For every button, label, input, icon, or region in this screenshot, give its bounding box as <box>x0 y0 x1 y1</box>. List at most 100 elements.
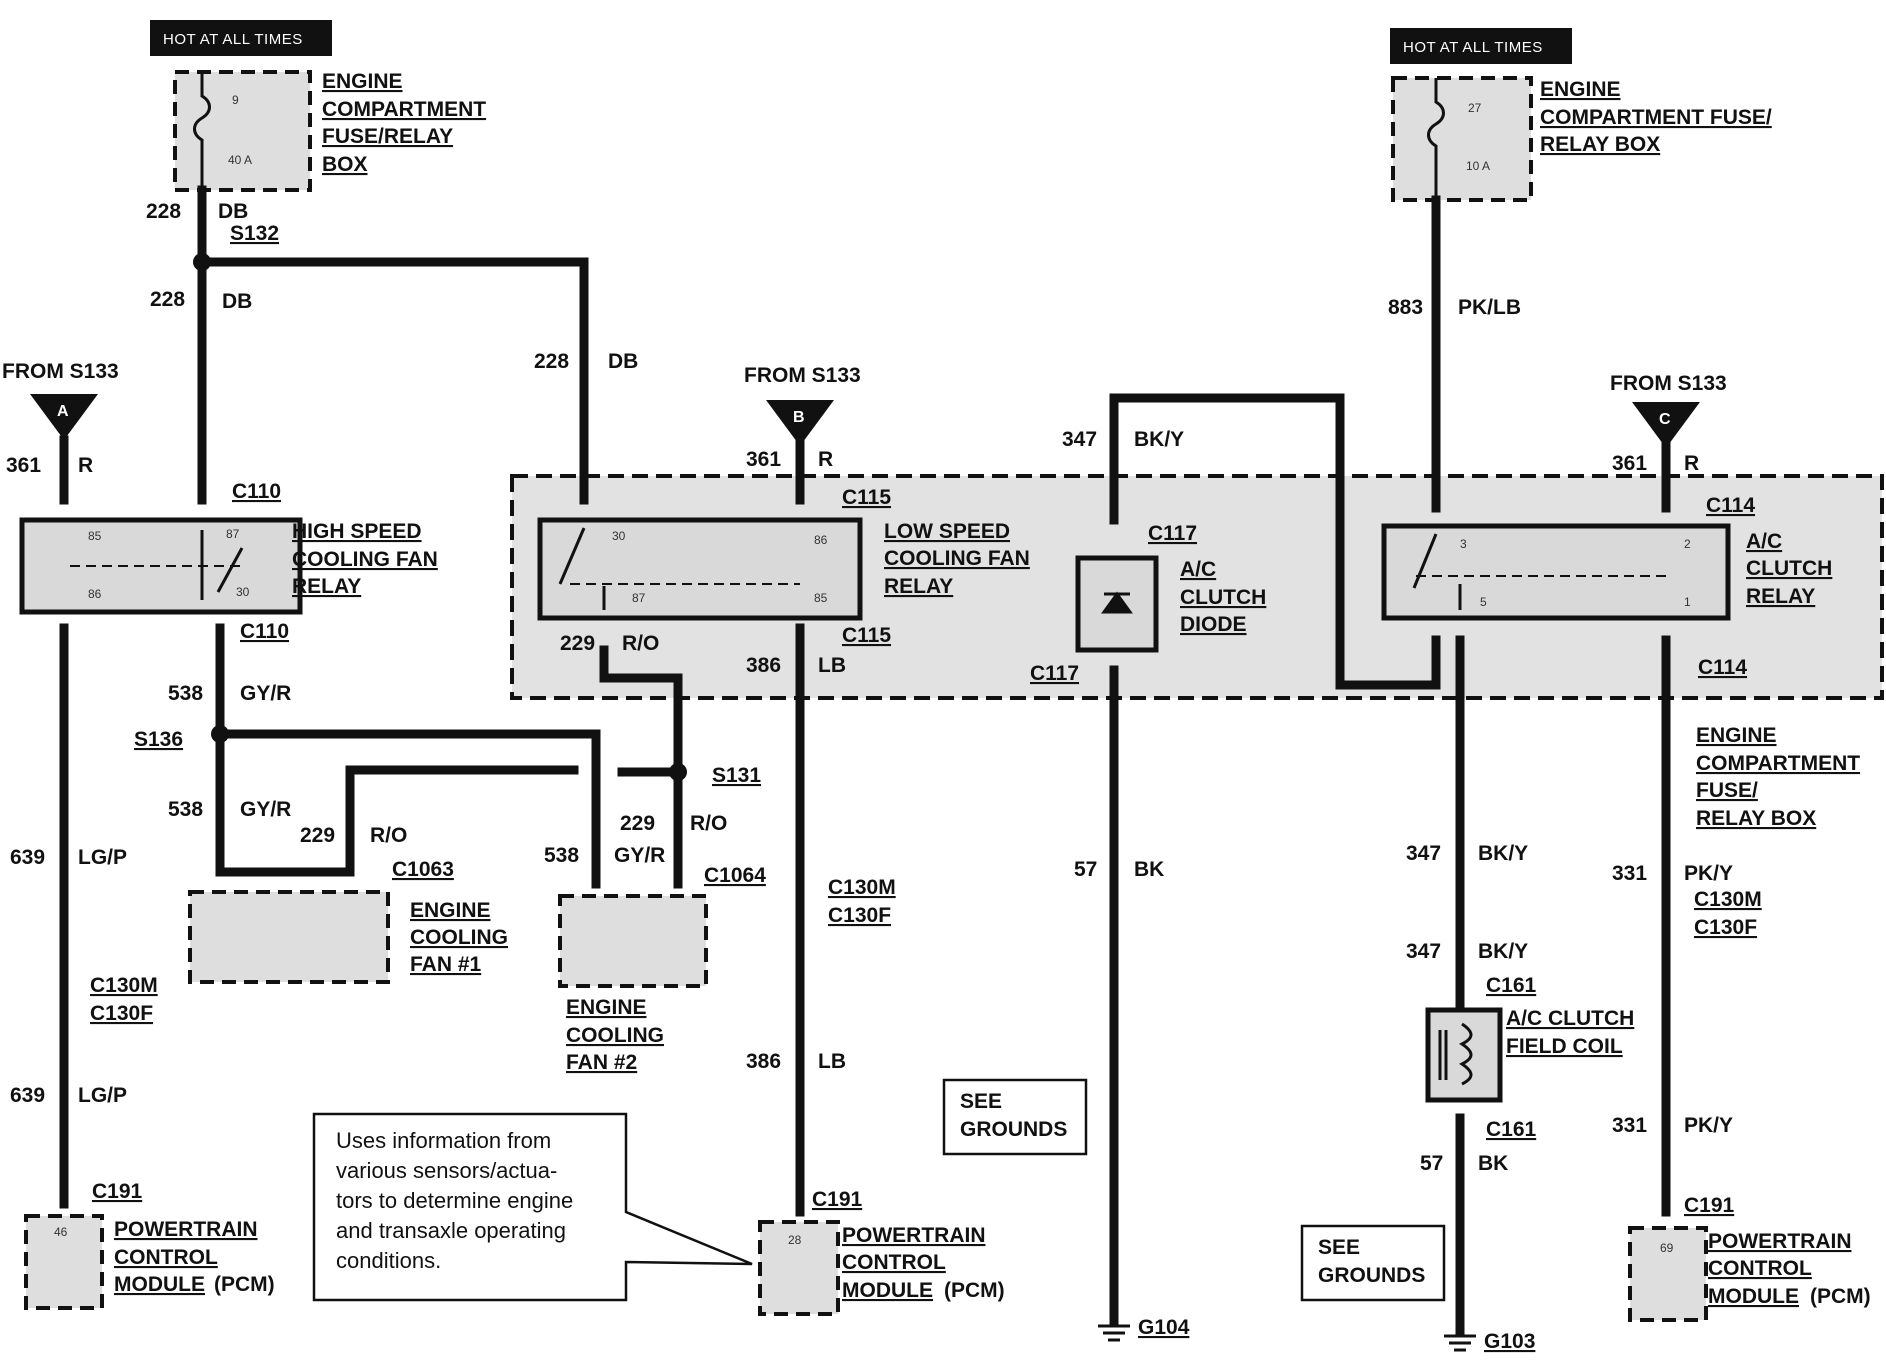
circuit-228-b: 228 <box>150 288 185 311</box>
circuit-331-b: 331 <box>1612 1114 1647 1137</box>
fuse-box-right-title-2: COMPARTMENT FUSE/ <box>1540 106 1772 129</box>
circuit-347-b-color: BK/Y <box>1478 842 1528 865</box>
pcm-left <box>24 1214 104 1310</box>
high-relay-pin-85: 85 <box>88 529 102 543</box>
circuit-361-b: 361 <box>746 448 781 471</box>
see-grounds-box-1 <box>942 1078 1088 1156</box>
pcm-right-4: (PCM) <box>1810 1285 1871 1308</box>
fan2-title-1: ENGINE <box>566 996 647 1019</box>
ac-relay-title-2: CLUTCH <box>1746 557 1832 580</box>
circuit-228-c: 228 <box>534 350 569 373</box>
marker-c: C <box>1659 411 1671 428</box>
connector-c114-top: C114 <box>1706 494 1755 517</box>
ground-g104-icon <box>1098 1324 1130 1342</box>
high-relay-title-3: RELAY <box>292 575 361 598</box>
circuit-361-a-color: R <box>78 454 93 477</box>
circuit-57-a-color: BK <box>1134 858 1164 881</box>
circuit-639-b-color: LG/P <box>78 1084 127 1107</box>
connector-c130m-mid: C130M <box>828 876 896 899</box>
circuit-228-b-color: DB <box>222 290 252 313</box>
circuit-347-a: 347 <box>1062 428 1097 451</box>
pcm-right <box>1628 1226 1708 1322</box>
connector-c115-top: C115 <box>842 486 891 509</box>
fuse-icon-left <box>193 72 211 190</box>
fuse-box-right <box>1391 76 1533 202</box>
pcm-right-3: MODULE <box>1708 1285 1799 1308</box>
note-line-5: conditions. <box>336 1248 441 1273</box>
circuit-883: 883 <box>1388 296 1423 319</box>
pcm-mid-3: MODULE <box>842 1279 933 1302</box>
circuit-386-a: 386 <box>746 654 781 677</box>
circuit-639-b: 639 <box>10 1084 45 1107</box>
connector-c161-top: C161 <box>1486 974 1537 997</box>
connector-c130f-right: C130F <box>1694 916 1757 939</box>
high-relay-pin-30: 30 <box>236 585 250 599</box>
circuit-57-b: 57 <box>1420 1152 1443 1175</box>
pcm-pin-46: 46 <box>54 1225 68 1239</box>
fuse-box-left-title-2: COMPARTMENT <box>322 98 486 121</box>
ac-relay-pin-2: 2 <box>1684 537 1691 551</box>
pcm-pin-28: 28 <box>788 1233 802 1247</box>
connector-c114-bot: C114 <box>1698 656 1747 679</box>
engine-cooling-fan-1 <box>188 890 390 984</box>
circuit-331-b-color: PK/Y <box>1684 1114 1733 1137</box>
from-label-a: FROM S133 <box>2 360 119 383</box>
circuit-229-b-color: R/O <box>370 824 407 847</box>
pcm-right-1: POWERTRAIN <box>1708 1230 1852 1253</box>
circuit-361-a: 361 <box>6 454 41 477</box>
fuse-box-left-title-3: FUSE/RELAY <box>322 125 453 148</box>
pcm-pin-69: 69 <box>1660 1241 1674 1255</box>
connector-c110-bot: C110 <box>240 620 289 643</box>
fuse-amps-right: 10 A <box>1466 159 1490 173</box>
pcm-left-4: (PCM) <box>214 1273 275 1296</box>
splice-s132 <box>193 253 211 271</box>
fuse-box-right-title-1: ENGINE <box>1540 78 1621 101</box>
pcm-mid-1: POWERTRAIN <box>842 1224 986 1247</box>
note-line-4: and transaxle operating <box>336 1218 566 1243</box>
engine-box-right-1: ENGINE <box>1696 724 1777 747</box>
see-grounds-1-a: SEE <box>960 1090 1002 1113</box>
circuit-538-c: 538 <box>544 844 579 867</box>
see-grounds-box-2 <box>1300 1224 1446 1302</box>
low-relay-title-1: LOW SPEED <box>884 520 1010 543</box>
connector-c191-right: C191 <box>1684 1194 1735 1217</box>
high-relay-pin-86: 86 <box>88 587 102 601</box>
circuit-331-a-color: PK/Y <box>1684 862 1733 885</box>
circuit-228-c-color: DB <box>608 350 638 373</box>
hot-label-left: HOT AT ALL TIMES <box>163 31 303 48</box>
hot-label-left-bg <box>150 20 332 56</box>
circuit-538-b: 538 <box>168 798 203 821</box>
ac-relay-title-1: A/C <box>1746 530 1782 553</box>
ac-relay-title-3: RELAY <box>1746 585 1815 608</box>
ground-g103-icon <box>1444 1334 1476 1352</box>
field-coil-title-1: A/C CLUTCH <box>1506 1007 1634 1030</box>
fuse-box-left-title-1: ENGINE <box>322 70 403 93</box>
pcm-mid <box>758 1220 840 1316</box>
see-grounds-2-b: GROUNDS <box>1318 1264 1425 1287</box>
fan1-title-2: COOLING <box>410 926 508 949</box>
pcm-left-1: POWERTRAIN <box>114 1218 258 1241</box>
pcm-left-2: CONTROL <box>114 1246 218 1269</box>
engine-box-right-3: FUSE/ <box>1696 779 1758 802</box>
field-coil-title-2: FIELD COIL <box>1506 1035 1623 1058</box>
fuse-box-left <box>173 70 312 192</box>
circuit-361-b-color: R <box>818 448 833 471</box>
splice-s136-label: S136 <box>134 728 183 751</box>
connector-c1064: C1064 <box>704 864 766 887</box>
connector-c110-top: C110 <box>232 480 281 503</box>
marker-c-triangle <box>1632 402 1700 448</box>
circuit-386-b-color: LB <box>818 1050 846 1073</box>
marker-a-triangle <box>30 394 98 440</box>
ac-relay-pin-1: 1 <box>1684 595 1691 609</box>
circuit-229-c-color: R/O <box>690 812 727 835</box>
circuit-639-a-color: LG/P <box>78 846 127 869</box>
hot-label-right-bg <box>1390 28 1572 64</box>
engine-cooling-fan-2 <box>558 894 708 988</box>
diode-title-3: DIODE <box>1180 613 1247 636</box>
wire-538-s136 <box>215 729 601 889</box>
note-line-3: tors to determine engine <box>336 1188 573 1213</box>
fuse-amps-left: 40 A <box>228 153 252 167</box>
fan1-title-1: ENGINE <box>410 899 491 922</box>
